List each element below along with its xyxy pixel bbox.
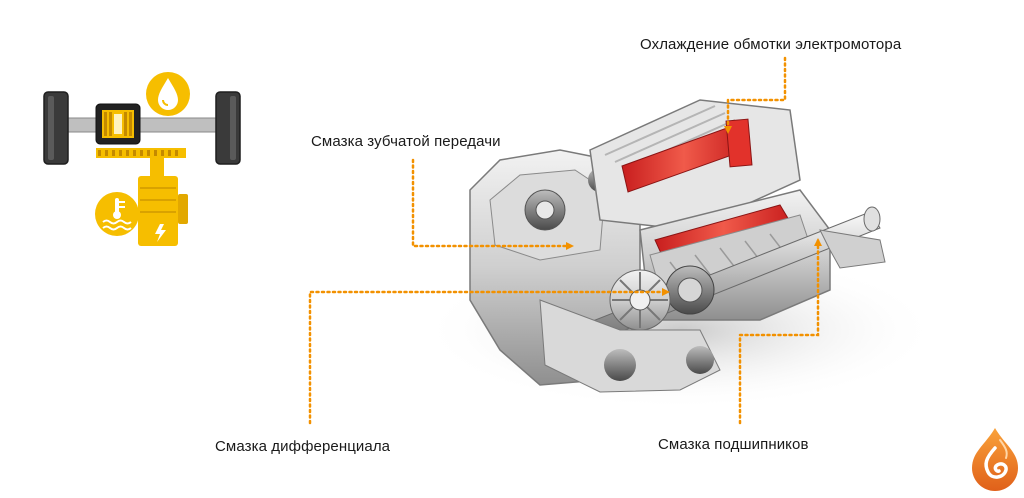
leader-winding-cooling	[726, 56, 787, 134]
motor-cutaway-illustration	[420, 99, 940, 410]
leader-gear-lubrication	[411, 158, 570, 248]
label-bearing-lubrication: Смазка подшипников	[658, 436, 809, 453]
coolant-temperature-icon	[95, 192, 139, 236]
drivetrain-schematic-icon	[43, 91, 241, 246]
leader-arrowheads	[566, 126, 822, 296]
label-winding-cooling: Охлаждение обмотки электромотора	[640, 36, 902, 53]
label-differential-lubrication: Смазка дифференциала	[215, 438, 391, 455]
flame-logo-icon	[972, 428, 1018, 491]
leader-bearing-lubrication	[738, 238, 820, 425]
oil-drop-icon	[146, 72, 190, 116]
leader-differential-lubrication	[308, 290, 667, 425]
label-gear-lubrication: Смазка зубчатой передачи	[311, 133, 501, 150]
leader-lines	[308, 56, 820, 425]
